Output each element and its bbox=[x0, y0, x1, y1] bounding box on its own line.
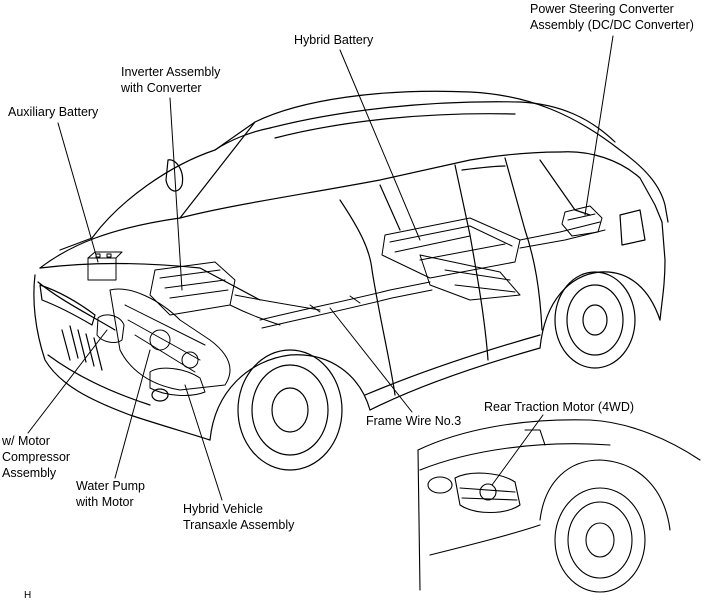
label-line: with Motor bbox=[76, 495, 134, 509]
rear-inset bbox=[417, 419, 701, 593]
inverter-shape bbox=[149, 261, 236, 316]
label-line: Compressor bbox=[2, 450, 71, 464]
label-line: Water Pump bbox=[76, 479, 146, 493]
label-line: Assembly (DC/DC Converter) bbox=[530, 18, 694, 32]
label-line: Auxiliary Battery bbox=[8, 105, 99, 119]
figure-code: H bbox=[24, 590, 32, 601]
label-water-pump: Water Pump with Motor bbox=[76, 478, 145, 510]
leader-transaxle bbox=[184, 384, 223, 501]
rear-traction-motor-shape bbox=[454, 472, 521, 513]
label-line: Inverter Assembly bbox=[121, 65, 221, 79]
auxiliary-battery-shape bbox=[87, 257, 117, 281]
label-line: Rear Traction Motor (4WD) bbox=[484, 400, 635, 414]
label-line: with Converter bbox=[121, 81, 202, 95]
power-steering-converter-shape bbox=[561, 205, 603, 237]
label-motor-compressor: w/ Motor Compressor Assembly bbox=[2, 433, 70, 481]
leader-water-pump bbox=[114, 349, 151, 479]
label-line: w/ Motor bbox=[2, 434, 50, 448]
engine-bay-components bbox=[87, 251, 321, 396]
compressor-shape bbox=[96, 314, 125, 343]
leader-inverter bbox=[169, 97, 183, 291]
leader-motor-compressor bbox=[27, 329, 108, 434]
leader-frame-wire bbox=[329, 307, 413, 413]
leader-rear-traction-motor bbox=[491, 414, 544, 486]
label-hybrid-battery: Hybrid Battery bbox=[294, 32, 373, 48]
leader-power-steering-converter bbox=[584, 35, 614, 216]
label-frame-wire: Frame Wire No.3 bbox=[366, 413, 461, 429]
label-rear-traction-motor: Rear Traction Motor (4WD) bbox=[484, 399, 634, 415]
label-line: Hybrid Battery bbox=[294, 33, 374, 47]
label-line: Assembly bbox=[2, 466, 57, 480]
hybrid-battery-assembly bbox=[259, 217, 606, 329]
leader-auxiliary-battery bbox=[57, 122, 99, 263]
label-line: Transaxle Assembly bbox=[183, 518, 295, 532]
vehicle-body bbox=[33, 90, 669, 471]
label-auxiliary-battery: Auxiliary Battery bbox=[8, 104, 98, 120]
label-line: Power Steering Converter bbox=[530, 2, 674, 16]
label-transaxle: Hybrid Vehicle Transaxle Assembly bbox=[183, 501, 294, 533]
transaxle-shape bbox=[149, 367, 206, 396]
label-line: Frame Wire No.3 bbox=[366, 414, 462, 428]
label-inverter-assembly: Inverter Assembly with Converter bbox=[121, 64, 220, 96]
label-power-steering-converter: Power Steering Converter Assembly (DC/DC… bbox=[530, 1, 694, 33]
label-line: Hybrid Vehicle bbox=[183, 502, 263, 516]
leader-lines bbox=[27, 35, 614, 501]
leader-hybrid-battery bbox=[339, 49, 421, 241]
